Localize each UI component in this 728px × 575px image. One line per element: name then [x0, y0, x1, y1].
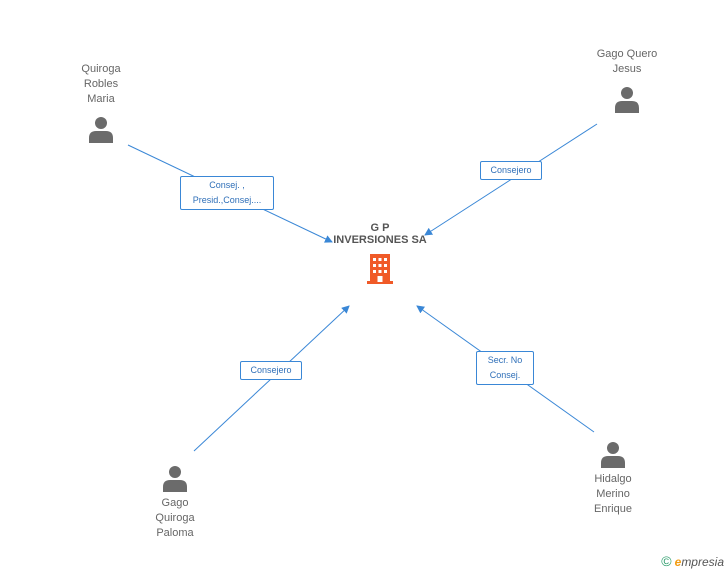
- person-name-line: Quiroga: [155, 512, 195, 524]
- person-node-gago-quiroga[interactable]: Gago Quiroga Paloma: [135, 464, 215, 541]
- relation-label-line: Consejero: [490, 165, 532, 175]
- relation-label-gago-quiroga[interactable]: Consejero: [240, 361, 302, 380]
- person-name-line: Hidalgo: [594, 473, 632, 485]
- empresia-brand: ©empresia: [661, 553, 724, 569]
- company-name-line1: G P: [370, 222, 390, 234]
- relation-label-line: Consej.: [489, 370, 521, 380]
- relation-label-line: Presid.,Consej....: [192, 195, 262, 205]
- person-icon: [615, 87, 639, 113]
- person-icon: [601, 442, 625, 468]
- person-name-line: Merino: [596, 488, 630, 500]
- person-name-line: Robles: [83, 78, 119, 90]
- person-name-line: Paloma: [156, 527, 194, 539]
- copyright-icon: ©: [661, 553, 672, 569]
- building-icon: [367, 254, 393, 284]
- relation-label-line: Consej. ,: [209, 180, 245, 190]
- person-icon: [163, 466, 187, 492]
- person-name-line: Gago: [161, 497, 189, 509]
- brand-name: mpresia: [681, 555, 724, 569]
- relation-label-quiroga-robles[interactable]: Consej. , Presid.,Consej....: [180, 176, 274, 210]
- person-name-line: Gago Quero: [596, 48, 658, 60]
- person-name-line: Quiroga: [81, 63, 121, 75]
- person-node-hidalgo-merino[interactable]: Hidalgo Merino Enrique: [573, 440, 653, 517]
- person-name-line: Enrique: [594, 503, 632, 515]
- relation-label-line: Secr. No: [487, 355, 523, 365]
- person-icon: [89, 117, 113, 143]
- relation-label-line: Consejero: [250, 365, 292, 375]
- company-name-line2: INVERSIONES SA: [333, 234, 427, 246]
- person-name-line: Maria: [87, 93, 115, 105]
- brand-e-letter: e: [674, 555, 682, 569]
- person-node-gago-quero[interactable]: Gago Quero Jesus: [582, 47, 672, 113]
- person-node-quiroga-robles[interactable]: Quiroga Robles Maria: [61, 62, 141, 143]
- person-name-line: Jesus: [612, 63, 642, 75]
- company-node[interactable]: G P INVERSIONES SA: [310, 222, 450, 286]
- relation-label-hidalgo-merino[interactable]: Secr. No Consej.: [476, 351, 534, 385]
- relation-label-gago-quero[interactable]: Consejero: [480, 161, 542, 180]
